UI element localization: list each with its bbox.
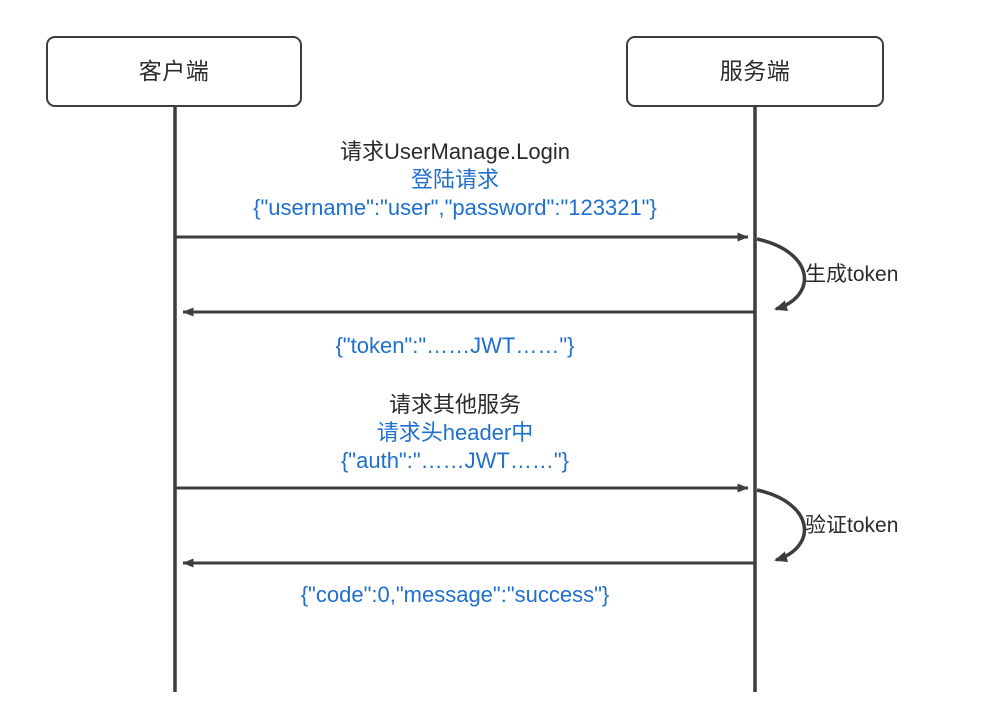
arrow-verify-token [756, 488, 807, 562]
message-line-request-method: 请求UserManage.Login [340, 139, 570, 164]
message-line-auth-payload: {"auth":"……JWT……"} [340, 448, 570, 474]
message-label-token-response: {"token":"……JWT……"} [180, 332, 730, 360]
loop-label-verify-token: 验证token [805, 514, 899, 537]
message-line-login-title: 登陆请求 [410, 167, 499, 193]
actor-label-client: 客户端 [138, 58, 210, 84]
actor-box-client[interactable]: 客户端 [46, 36, 302, 107]
message-label-login-request: 请求UserManage.Login 登陆请求 {"username":"use… [180, 138, 730, 222]
message-line-success-payload: {"code":0,"message":"success"} [300, 582, 610, 607]
arrow-generate-token [756, 237, 807, 311]
message-line-other-service-title: 请求其他服务 [388, 392, 521, 417]
message-label-other-service-request: 请求其他服务 请求头header中 {"auth":"……JWT……"} [180, 391, 730, 475]
actor-box-server[interactable]: 服务端 [626, 36, 884, 107]
message-line-login-payload: {"username":"user","password":"123321"} [253, 195, 657, 221]
message-label-success-response: {"code":0,"message":"success"} [180, 581, 730, 609]
message-line-token-payload: {"token":"……JWT……"} [335, 333, 575, 358]
actor-label-server: 服务端 [719, 58, 791, 84]
loop-label-generate-token: 生成token [805, 263, 899, 286]
message-line-header-note: 请求头header中 [376, 420, 534, 446]
